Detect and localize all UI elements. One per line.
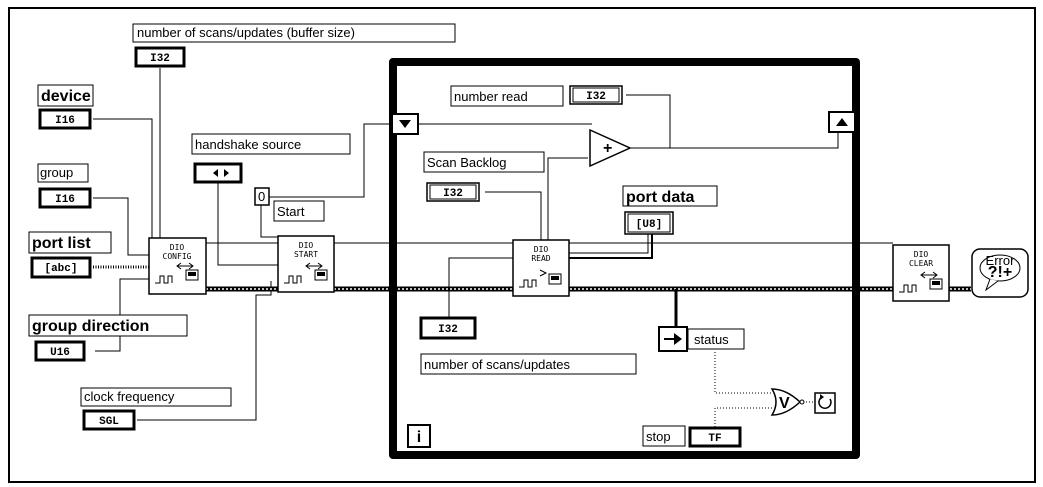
group-control[interactable]: group I16 (37, 163, 92, 209)
dio-clear-line1: DIO (914, 250, 929, 259)
shift-register-up-icon[interactable] (828, 111, 856, 133)
iteration-terminal-icon: i (407, 424, 431, 448)
wire-read-to-add (547, 157, 588, 240)
dio-start-vi[interactable]: DIO START (277, 235, 335, 293)
wire-device (93, 118, 153, 240)
device-label: device (41, 88, 91, 105)
number-scans-updates-type: I32 (438, 324, 458, 336)
number-read-label: number read (454, 89, 528, 104)
stop-label: stop (646, 429, 671, 444)
loop-condition-icon[interactable] (814, 392, 836, 414)
wire-stop-to-or (714, 407, 772, 430)
or-gate-label: V (779, 395, 790, 412)
while-loop: i (389, 58, 860, 459)
dio-config-line2: CONFIG (163, 252, 192, 261)
wire-status-to-or (714, 352, 772, 394)
stop-type: TF (708, 433, 721, 445)
scan-backlog-label: Scan Backlog (427, 155, 507, 170)
port-list-label: port list (32, 235, 91, 252)
wire-port-data (569, 234, 653, 259)
wire-port-data-2 (569, 234, 649, 254)
buffer-size-type: I32 (150, 53, 170, 65)
wire-scan-backlog (485, 191, 542, 240)
wire-start-to-shift (269, 123, 393, 198)
wire-number-read (626, 94, 671, 148)
clock-frequency-type: SGL (99, 416, 119, 428)
dio-clear-vi[interactable]: DIO CLEAR (892, 244, 950, 302)
stop-control[interactable]: stop TF (642, 425, 742, 448)
wire-add-out (630, 132, 839, 149)
iteration-label: i (417, 429, 421, 446)
error-handler-line2: ?!+ (988, 264, 1012, 281)
port-data-type: [U8] (636, 219, 662, 231)
wire-number-scans (448, 257, 513, 317)
enum-control-icon (193, 162, 243, 184)
dio-read-line1: DIO (534, 245, 549, 254)
status-label: status (694, 332, 729, 347)
status-unbundle: status (658, 326, 745, 352)
wire-start-constant (260, 205, 278, 238)
port-list-control[interactable]: port list [abc] (28, 231, 112, 279)
port-data-label: port data (626, 189, 695, 206)
group-direction-label: group direction (32, 318, 149, 335)
dio-start-line1: DIO (299, 241, 314, 250)
dio-start-line2: START (294, 250, 318, 259)
port-list-type: [abc] (44, 263, 77, 275)
start-constant[interactable]: 0 Start (254, 187, 325, 222)
clock-frequency-control[interactable]: clock frequency SGL (80, 387, 232, 431)
wires (93, 68, 893, 430)
handshake-source-label: handshake source (195, 137, 301, 152)
port-data-indicator[interactable]: port data [U8] (622, 185, 718, 235)
group-type: I16 (55, 194, 75, 206)
dio-read-line2: READ (531, 254, 550, 263)
number-read-type: I32 (586, 91, 606, 103)
number-read-indicator[interactable]: number read I32 (450, 85, 623, 107)
svg-text:+: + (603, 140, 612, 157)
buffer-size-control[interactable]: number of scans/updates (buffer size) I3… (132, 23, 456, 68)
buffer-size-label: number of scans/updates (buffer size) (137, 25, 355, 40)
start-constant-value: 0 (258, 189, 265, 204)
or-function-icon: V (770, 388, 805, 416)
dio-clear-line2: CLEAR (909, 259, 933, 268)
group-direction-type: U16 (50, 347, 70, 359)
wire-handshake (217, 182, 278, 266)
handshake-source-control[interactable]: handshake source (191, 133, 351, 184)
scan-backlog-indicator[interactable]: Scan Backlog I32 (423, 151, 545, 202)
group-direction-control[interactable]: group direction U16 (28, 314, 188, 362)
number-scans-updates-control[interactable]: I32 number of scans/updates (419, 316, 637, 375)
device-control[interactable]: device I16 (37, 84, 94, 130)
wire-group (93, 197, 149, 256)
while-loop-border (389, 58, 860, 459)
add-function-icon: + (589, 128, 632, 168)
clock-frequency-label: clock frequency (84, 389, 175, 404)
scan-backlog-type: I32 (443, 188, 463, 200)
dio-config-line1: DIO (170, 243, 185, 252)
group-label: group (40, 165, 73, 180)
dio-read-vi[interactable]: DIO READ (512, 239, 570, 297)
start-label: Start (277, 204, 305, 219)
shift-register-down-icon[interactable] (391, 113, 419, 135)
error-handler-line1: Error (986, 253, 1016, 268)
unbundle-arrow-icon (664, 333, 682, 345)
device-type: I16 (55, 115, 75, 127)
number-scans-updates-label: number of scans/updates (424, 357, 570, 372)
dio-config-vi[interactable]: DIO CONFIG (148, 237, 207, 295)
error-handler-icon[interactable]: Error ?!+ (971, 248, 1029, 298)
